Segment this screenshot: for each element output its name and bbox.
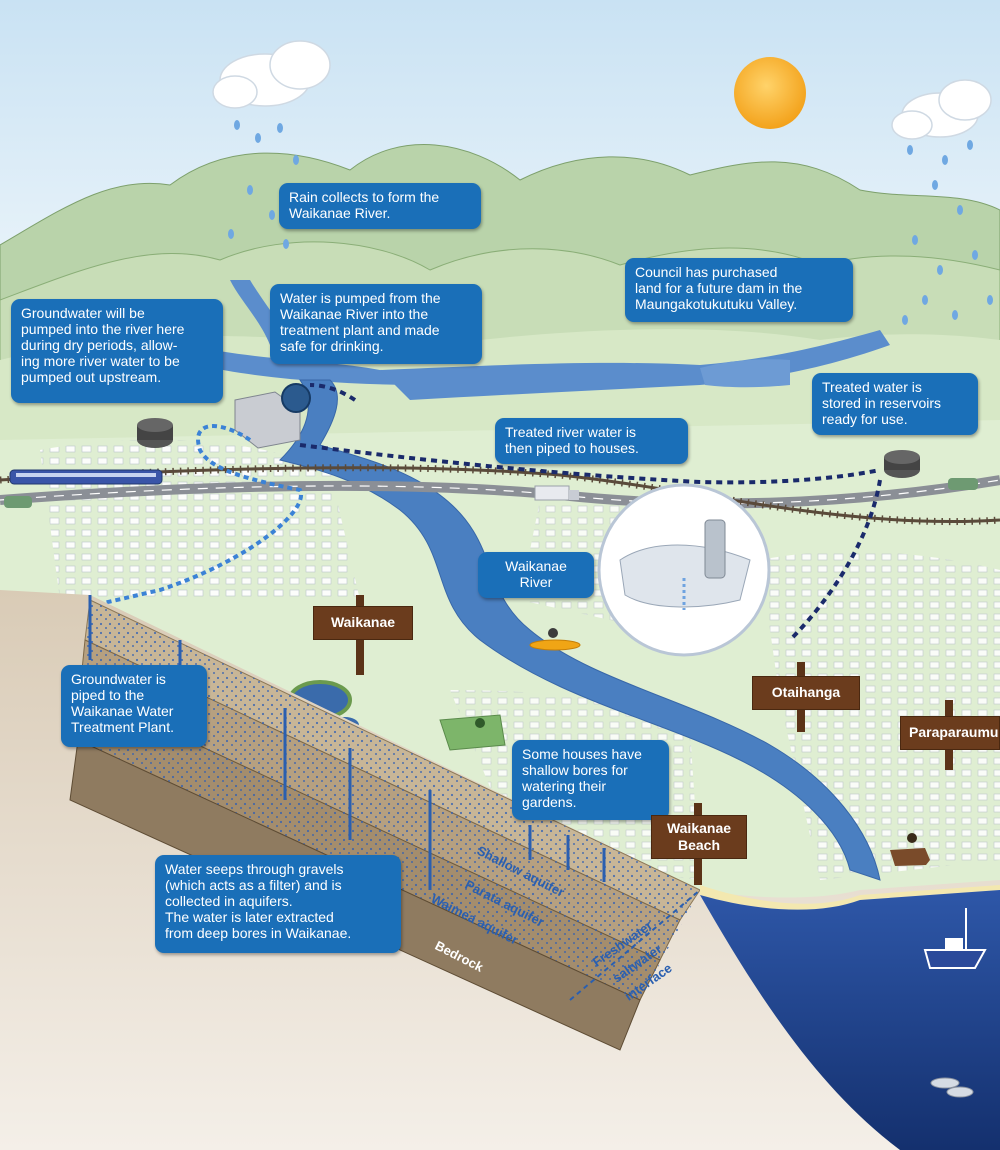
sign-waikanae: Waikanae	[313, 606, 413, 640]
callout-line: Some houses have	[522, 746, 642, 762]
callout-line: Groundwater will be	[21, 305, 145, 321]
callout-shallow-bores: Some houses have shallow bores for water…	[512, 740, 669, 820]
sign-label: Paraparaumu	[909, 724, 999, 740]
sign-paraparaumu: Paraparaumu	[900, 716, 1000, 750]
tap-icon	[597, 483, 771, 657]
golfer-icon	[439, 714, 506, 751]
callout-line: Water is pumped from the	[280, 290, 441, 306]
kayak-icon	[529, 628, 581, 651]
treatment-plant-icon	[234, 383, 311, 449]
callout-line: Waikanae Water	[71, 703, 174, 719]
callout-line: treatment plant and made	[280, 322, 440, 338]
callout-line: ing more river water to be	[21, 353, 180, 369]
sign-label: Waikanae	[330, 614, 396, 630]
sign-waikanae-beach: Waikanae Beach	[651, 815, 747, 859]
sign-label: Otaihanga	[771, 684, 841, 700]
callout-line: Waikanae River.	[289, 205, 391, 221]
callout-line: pumped into the river here	[21, 321, 185, 337]
boat-icon	[923, 908, 987, 969]
callout-line: (which acts as a filter) and is	[165, 877, 342, 893]
callout-line: then piped to houses.	[505, 440, 639, 456]
callout-line: during dry periods, allow-	[21, 337, 178, 353]
callout-line: stored in reservoirs	[822, 395, 942, 411]
callout-line: Waikanae River into the	[280, 306, 429, 322]
horse-rider-icon	[890, 833, 930, 866]
callout-line: Waikanae	[505, 558, 567, 574]
dam-icon	[700, 359, 790, 388]
fish-icon	[930, 1077, 974, 1098]
callout-line: The water is later extracted	[165, 909, 334, 925]
callout-line: piped to the	[71, 687, 145, 703]
callout-rain-collects: Rain collects to form the Waikanae River…	[279, 183, 481, 229]
truck-icon	[534, 485, 579, 501]
callout-line: ready for use.	[822, 411, 908, 427]
callout-line: Treated river water is	[505, 424, 636, 440]
callout-water-seeps: Water seeps through gravels (which acts …	[155, 855, 401, 953]
rain-drop-icon	[228, 120, 993, 325]
callout-council: Council has purchased land for a future …	[625, 258, 853, 322]
callout-line: Council has purchased	[635, 264, 778, 280]
callout-line: shallow bores for	[522, 762, 628, 778]
callout-line: collected in aquifers.	[165, 893, 293, 909]
callout-line: land for a future dam in the	[635, 280, 803, 296]
callout-line: Treatment Plant.	[71, 719, 174, 735]
callout-line: Maungakotukutuku Valley.	[635, 296, 798, 312]
callout-line: pumped out upstream.	[21, 369, 162, 385]
callout-river-label: Waikanae River	[478, 552, 594, 598]
callout-treated-stored: Treated water is stored in reservoirs re…	[812, 373, 978, 435]
sign-otaihanga: Otaihanga	[752, 676, 860, 710]
callout-line: Rain collects to form the	[289, 189, 440, 205]
callout-groundwater-piped: Groundwater is piped to the Waikanae Wat…	[61, 665, 207, 747]
car-icon	[4, 478, 978, 508]
callout-line: Treated water is	[822, 379, 922, 395]
callout-line: River	[519, 574, 553, 590]
sign-label: Beach	[677, 837, 721, 853]
callout-line: from deep bores in Waikanae.	[165, 925, 352, 941]
callout-treated-piped: Treated river water is then piped to hou…	[495, 418, 688, 464]
callout-groundwater-pumped: Groundwater will be pumped into the rive…	[11, 299, 223, 403]
callout-line: Groundwater is	[71, 671, 166, 687]
sign-label: Waikanae	[666, 820, 732, 836]
callout-line: gardens.	[522, 794, 577, 810]
sun-icon	[734, 57, 806, 129]
cloud-icon	[212, 40, 992, 140]
train-icon	[9, 469, 163, 485]
callout-water-pumped: Water is pumped from the Waikanae River …	[270, 284, 482, 364]
reservoir-icon	[137, 418, 920, 478]
callout-line: watering their	[522, 778, 607, 794]
callout-line: safe for drinking.	[280, 338, 384, 354]
callout-line: Water seeps through gravels	[165, 861, 344, 877]
